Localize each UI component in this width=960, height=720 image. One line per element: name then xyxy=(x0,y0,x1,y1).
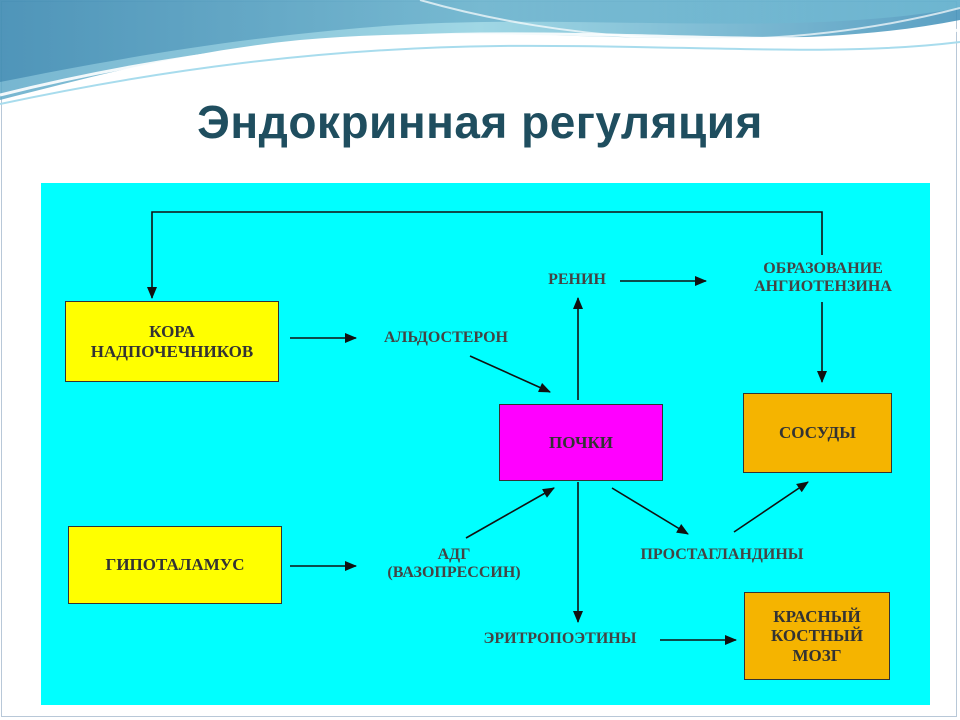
box-hypothalamus: ГИПОТАЛАМУС xyxy=(68,526,282,604)
arrow-prostaglandins-to-vessels xyxy=(733,481,809,533)
box-kidneys: ПОЧКИ xyxy=(499,404,663,481)
box-bone-marrow: КРАСНЫЙ КОСТНЫЙ МОЗГ xyxy=(744,592,890,680)
box-vessels: СОСУДЫ xyxy=(743,393,892,473)
label-angiotensin: ОБРАЗОВАНИЕ АНГИОТЕНЗИНА xyxy=(754,260,892,296)
label-erythropoietins: ЭРИТРОПОЭТИНЫ xyxy=(483,630,637,647)
label-adh: АДГ (ВАЗОПРЕССИН) xyxy=(387,546,521,582)
arrow-angiotensin-to-adrenal xyxy=(147,211,823,299)
arrow-aldosterone-to-kidneys xyxy=(469,355,551,393)
arrow-adh-to-kidneys xyxy=(465,487,555,539)
label-prostaglandins: ПРОСТАГЛАНДИНЫ xyxy=(640,546,804,563)
label-aldosterone: АЛЬДОСТЕРОН xyxy=(384,329,508,346)
slide-title: Эндокринная регуляция xyxy=(197,96,763,148)
arrow-kidneys-to-prostaglandins xyxy=(611,487,689,535)
header-waves-decoration xyxy=(0,0,960,105)
label-renin: РЕНИН xyxy=(548,271,606,288)
box-adrenal-cortex: КОРА НАДПОЧЕЧНИКОВ xyxy=(65,301,279,382)
